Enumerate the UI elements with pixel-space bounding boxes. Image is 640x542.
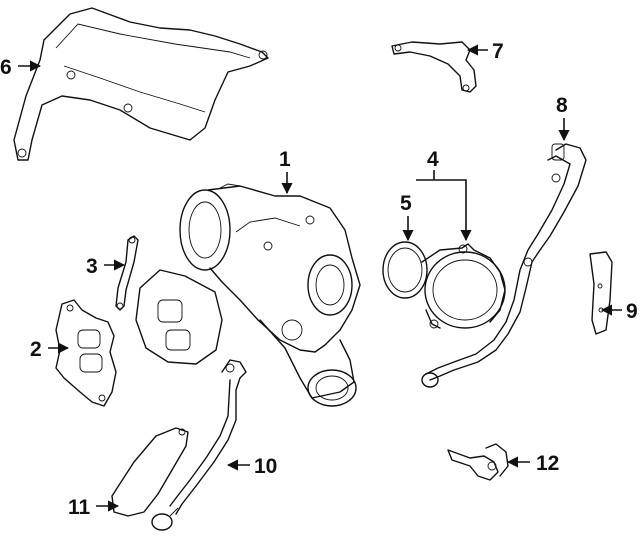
stud-part-3: [115, 235, 139, 311]
heat-shield-part-6: [13, 7, 269, 161]
gasket-ring-part-5: [382, 241, 428, 299]
callout-5: 5: [400, 192, 412, 215]
manifold-flange: [135, 269, 223, 365]
callout-10: 10: [254, 455, 277, 478]
outlet-flange-part-4: [421, 243, 506, 329]
callout-8: 8: [556, 94, 568, 117]
callout-7: 7: [492, 40, 504, 63]
oil-line-part-10: [151, 359, 247, 531]
callout-1: 1: [279, 148, 291, 171]
callout-11: 11: [68, 496, 91, 519]
turbocharger-part-1: [179, 183, 361, 407]
callout-12: 12: [536, 452, 559, 475]
callout-6: 6: [0, 56, 12, 79]
callout-3: 3: [86, 255, 98, 278]
leader-4a: [416, 179, 472, 242]
gasket-part-2: [55, 299, 117, 407]
callout-2: 2: [30, 338, 42, 361]
callout-4: 4: [427, 148, 439, 171]
heat-sleeve-part-11: [111, 427, 189, 517]
coolant-line-part-8: [421, 143, 587, 388]
sensor-part-12: [447, 443, 509, 481]
bracket-part-7: [391, 41, 477, 93]
clip-part-9: [589, 251, 613, 335]
callout-9: 9: [626, 300, 638, 323]
